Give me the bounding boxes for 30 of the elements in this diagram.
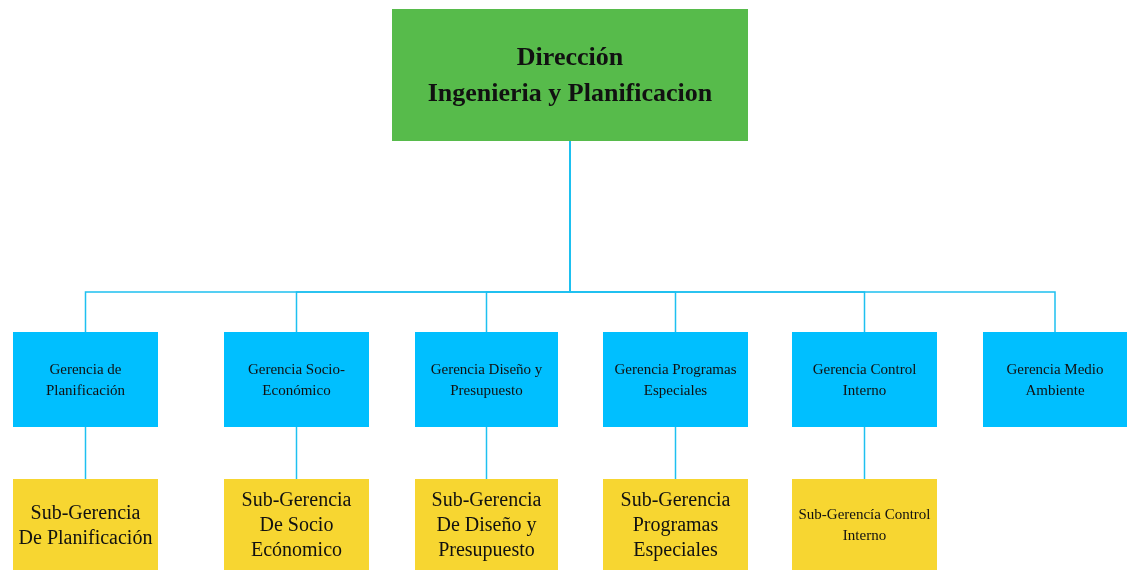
box-label: Gerencia de Planificación <box>44 359 127 400</box>
box-label: Gerencia Diseño y Presupuesto <box>429 359 544 400</box>
box-label: Sub-Gerencía Control Interno <box>797 504 932 545</box>
box-label: Gerencia Control Interno <box>811 359 918 400</box>
box-label: Sub-Gerencia De Socio Ecónomico <box>240 487 353 562</box>
department-box <box>792 332 937 427</box>
department-box <box>13 332 158 427</box>
connector-line <box>863 426 866 480</box>
connector-line <box>674 426 677 480</box>
box-label: Gerencia Socio- Económico <box>246 359 346 400</box>
subdepartment-box <box>224 479 369 570</box>
box-label: Sub-Gerencia De Planificación <box>17 499 154 550</box>
connector-line <box>295 426 298 480</box>
department-box <box>415 332 558 427</box>
connector-line <box>84 426 87 480</box>
box-label: Gerencia Medio Ambiente <box>1005 359 1105 400</box>
box-label: Sub-Gerencia De Diseño y Presupuesto <box>430 487 543 562</box>
box-heading: Dirección <box>516 40 624 73</box>
connector-line <box>485 426 488 480</box>
department-box <box>983 332 1127 427</box>
box-label: Gerencia Programas Especiales <box>613 359 738 400</box>
subdepartment-box <box>603 479 748 570</box>
box-label: Sub-Gerencia Programas Especiales <box>619 487 732 562</box>
department-box <box>603 332 748 427</box>
department-box <box>224 332 369 427</box>
subdepartment-box <box>13 479 158 570</box>
box-label: Ingenieria y Planificacion <box>427 77 713 109</box>
subdepartment-box <box>792 479 937 570</box>
director-box <box>392 9 748 141</box>
subdepartment-box <box>415 479 558 570</box>
